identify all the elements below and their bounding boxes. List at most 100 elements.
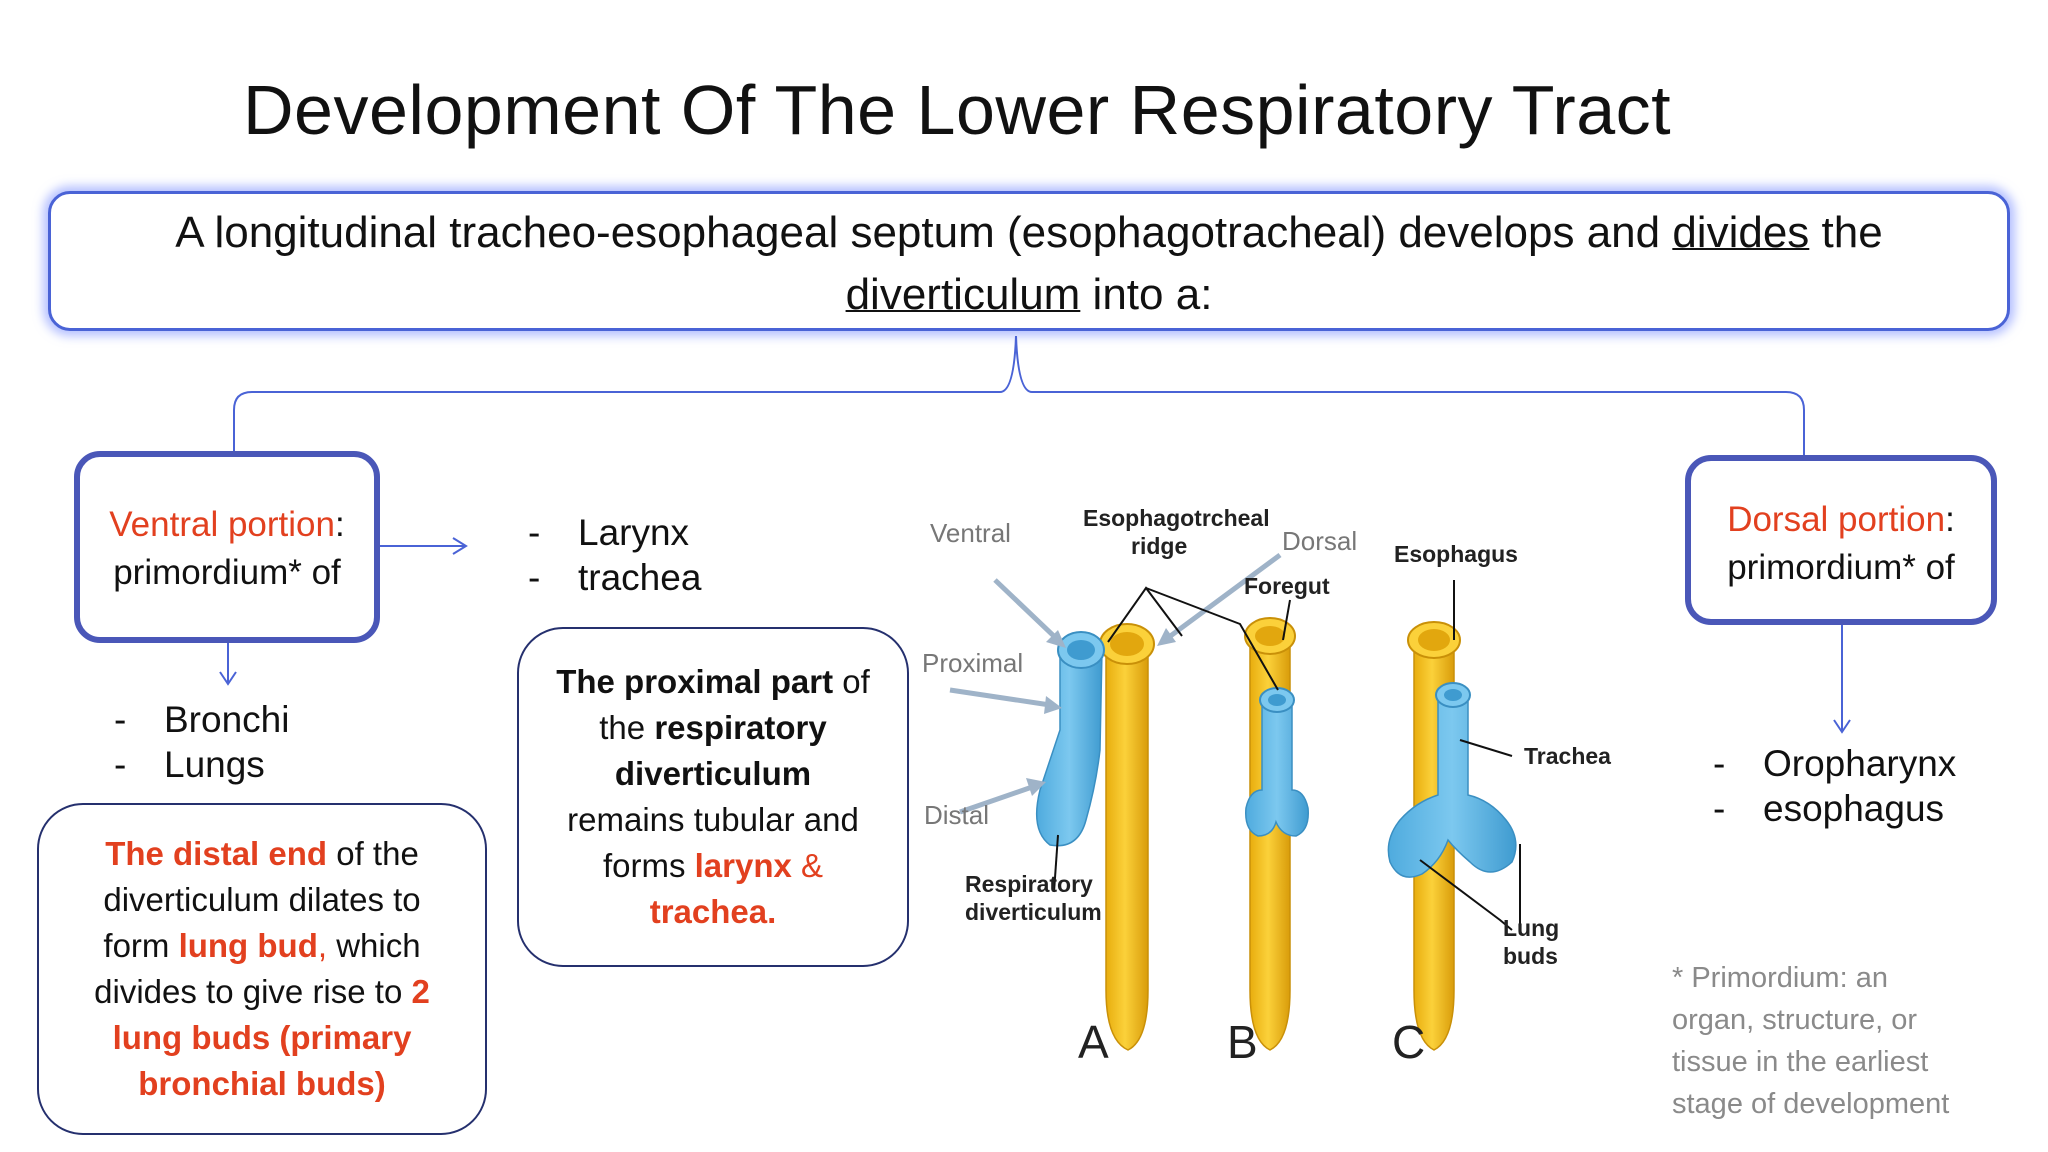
proximal-text: of: [833, 663, 870, 700]
panel-a-embryo: [1035, 623, 1155, 1051]
septum-divides-underlined: divides: [1672, 208, 1810, 257]
fig-panel-a-letter: A: [1078, 1016, 1109, 1068]
ventral-arrowhead: [1046, 630, 1066, 648]
distal-line-2: diverticulum dilates to: [103, 881, 421, 918]
fig-label-esophagus: Esophagus: [1394, 541, 1518, 567]
list-item: -esophagus: [1713, 786, 1956, 831]
septum-line-1: A longitudinal tracheo-esophageal septum…: [51, 202, 2007, 264]
bullet-dash: -: [528, 557, 541, 598]
footnote-line-3: tissue in the earliest: [1672, 1046, 1929, 1078]
list-item-lungs: Lungs: [164, 744, 265, 785]
fig-label-trachea: Trachea: [1524, 743, 1611, 769]
footnote-line-1: * Primordium: an: [1672, 962, 1888, 994]
ventral-portion-box: Ventral portion: primordium* of: [74, 451, 380, 643]
proximal-text: forms: [602, 847, 695, 884]
list-item-trachea: trachea: [578, 557, 702, 598]
proximal-part-note: The proximal part of the respiratory div…: [517, 627, 909, 967]
panel-b-resp-tube: [1245, 699, 1309, 837]
lung-bud-highlight: lung bud: [178, 927, 318, 964]
respiratory-diverticulum-figure: Ventral Esophagotrcheal ridge Dorsal For…: [922, 505, 1611, 1068]
distal-line-4: divides to give rise to 2: [39, 969, 485, 1015]
panel-b-embryo: [1244, 617, 1309, 1051]
septum-text-into: into a:: [1080, 270, 1213, 319]
footnote-line-2: organ, structure, or: [1672, 1004, 1917, 1036]
ventral-down-arrow-head: [219, 671, 237, 686]
proximal-line-5: forms larynx &: [519, 843, 907, 889]
ventral-heading: Ventral portion:: [80, 501, 374, 549]
larynx-highlight: larynx: [694, 847, 792, 884]
proximal-arrowhead: [1044, 696, 1062, 714]
ventral-primordium-text: primordium* of: [113, 553, 341, 592]
distal-text: form: [103, 927, 179, 964]
ventral-right-arrow-head: [452, 537, 468, 555]
fig-label-foregut: Foregut: [1244, 573, 1330, 599]
proximal-arrow: [949, 687, 1051, 708]
fig-panel-b-letter: B: [1227, 1016, 1258, 1068]
septum-text-end: the: [1809, 208, 1883, 257]
fig-label-proximal: Proximal: [922, 648, 1023, 678]
two-highlight: 2: [411, 973, 430, 1010]
primordium-footnote: * Primordium: an organ, structure, or ti…: [1672, 957, 2012, 1125]
distal-arrowhead: [1026, 778, 1046, 796]
dorsal-label: Dorsal portion: [1727, 500, 1946, 539]
ventral-colon: :: [334, 505, 345, 544]
septum-text: A longitudinal tracheo-esophageal septum…: [175, 208, 1673, 257]
fig-panel-c-letter: C: [1392, 1016, 1425, 1068]
list-item-larynx: Larynx: [578, 512, 690, 553]
distal-line-6: bronchial buds): [138, 1065, 386, 1102]
proximal-text: the: [599, 709, 655, 746]
distal-text: which: [327, 927, 421, 964]
dorsal-primordium-text: primordium* of: [1727, 548, 1955, 587]
footnote-line-4: stage of development: [1672, 1088, 1950, 1120]
fig-label-distal: Distal: [924, 800, 989, 830]
bullet-dash: -: [114, 699, 127, 740]
slide-title: Development Of The Lower Respiratory Tra…: [243, 71, 1672, 149]
foregut-leader-b: [1282, 599, 1291, 641]
diverticulum-bold: diverticulum: [614, 755, 812, 792]
panel-c-trachea-lung-buds: [1387, 694, 1517, 878]
list-item: -Bronchi: [114, 697, 289, 742]
bullet-dash: -: [528, 512, 541, 553]
dorsal-down-arrow-head: [1833, 719, 1851, 734]
list-item: -Oropharynx: [1713, 741, 1956, 786]
bullet-dash: -: [1713, 788, 1726, 829]
bullet-dash: -: [1713, 743, 1726, 784]
dorsal-arrowhead: [1157, 628, 1176, 646]
proximal-line-3: diverticulum: [519, 751, 907, 797]
proximal-line-1: The proximal part of: [519, 659, 907, 705]
proximal-line-2: the respiratory: [519, 705, 907, 751]
ventral-arrow: [993, 578, 1060, 642]
oropharynx-esophagus-list: -Oropharynx -esophagus: [1713, 741, 1956, 831]
septum-line-2: diverticulum into a:: [51, 264, 2007, 326]
fig-label-diverticulum: diverticulum: [965, 899, 1102, 925]
list-item: -Lungs: [114, 742, 289, 787]
proximal-line-4: remains tubular and: [567, 801, 859, 838]
distal-line-3: form lung bud, which: [39, 923, 485, 969]
septum-statement-box: A longitudinal tracheo-esophageal septum…: [48, 191, 2010, 331]
septum-diverticulum-underlined: diverticulum: [845, 270, 1081, 319]
fig-label-ridge-2: ridge: [1131, 533, 1187, 559]
dorsal-heading: Dorsal portion:: [1691, 496, 1991, 544]
distal-arrow: [959, 783, 1036, 815]
distal-text: of the: [327, 835, 419, 872]
foregut-leader-a: [1145, 587, 1279, 691]
panel-a-resp-diverticulum: [1035, 649, 1103, 847]
fig-label-buds: buds: [1503, 943, 1558, 969]
distal-comma: ,: [317, 927, 328, 964]
dorsal-portion-box: Dorsal portion: primordium* of: [1685, 455, 1997, 625]
respiratory-bold: respiratory: [654, 709, 827, 746]
brace-line: [233, 335, 1805, 455]
bullet-dash: -: [114, 744, 127, 785]
proximal-part-bold: The proximal part: [556, 663, 834, 700]
distal-end-note: The distal end of the diverticulum dilat…: [37, 803, 487, 1135]
panel-c-embryo: [1387, 621, 1517, 1051]
trachea-leader: [1459, 739, 1513, 757]
fig-label-ventral: Ventral: [930, 518, 1011, 548]
distal-end-highlight: The distal end: [105, 835, 328, 872]
distal-line-1: The distal end of the: [39, 831, 485, 877]
fig-label-respiratory: Respiratory: [965, 871, 1093, 897]
distal-line-5: lung buds (primary: [112, 1019, 412, 1056]
dorsal-colon: :: [1945, 500, 1955, 539]
list-item-oropharynx: Oropharynx: [1763, 743, 1957, 784]
list-item-bronchi: Bronchi: [164, 699, 290, 740]
